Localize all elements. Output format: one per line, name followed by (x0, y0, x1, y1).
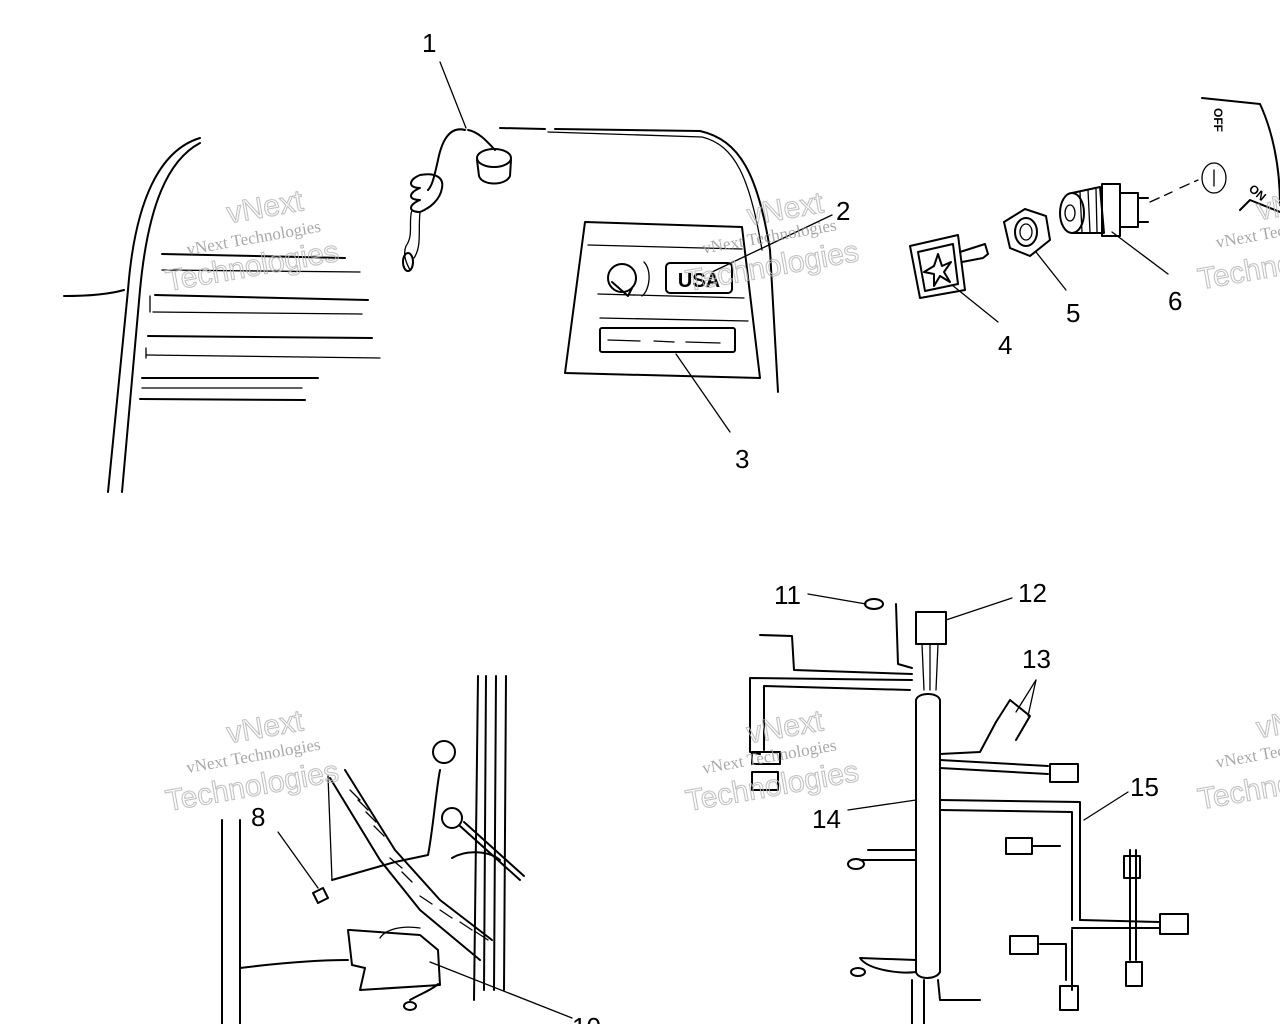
wiring-harness (749, 598, 1189, 1024)
callout-11: 11 (774, 580, 801, 610)
watermark-top-right: vNext vNext Technologies Technologies (1195, 181, 1280, 297)
watermark-bottom-right: vNext vNext Technologies Technologies (1195, 699, 1280, 817)
watermark-top-left: vNext vNext Technologies Technologies (163, 184, 342, 299)
callout-5: 5 (1066, 298, 1080, 328)
callout-4: 4 (998, 330, 1012, 360)
callout-numbers: 1 2 3 4 5 6 8 10 11 12 13 14 15 (251, 28, 1182, 1024)
leader-lines (277, 61, 1169, 1019)
nut-item-5 (1002, 207, 1052, 258)
watermark-line1: vNext (1254, 699, 1280, 745)
watermark-bottom-left: vNext vNext Technologies Technologies (163, 704, 342, 819)
off-label: OFF (1211, 108, 1225, 132)
callout-6: 6 (1168, 286, 1182, 316)
dash-panel: USA (499, 127, 779, 393)
usa-plate-label: USA (678, 270, 720, 292)
callout-15: 15 (1130, 772, 1159, 802)
callout-8: 8 (251, 802, 265, 832)
callout-12: 12 (1018, 578, 1047, 608)
harness-mount (221, 675, 525, 1024)
tether-cord (402, 128, 512, 272)
watermark-top-center: vNext vNext Technologies Technologies (683, 186, 862, 299)
callout-13: 13 (1022, 644, 1051, 674)
callout-10: 10 (572, 1012, 601, 1024)
hood-louvers (63, 137, 381, 493)
ignition-switch-item-6 (1059, 179, 1199, 237)
key-item-4 (909, 234, 989, 299)
callout-2: 2 (836, 196, 850, 226)
usa-plate (665, 262, 733, 294)
callout-14: 14 (812, 804, 841, 834)
callout-1: 1 (422, 28, 436, 58)
watermark-bottom-center: vNext vNext Technologies Technologies (683, 704, 862, 819)
callout-3: 3 (735, 444, 749, 474)
